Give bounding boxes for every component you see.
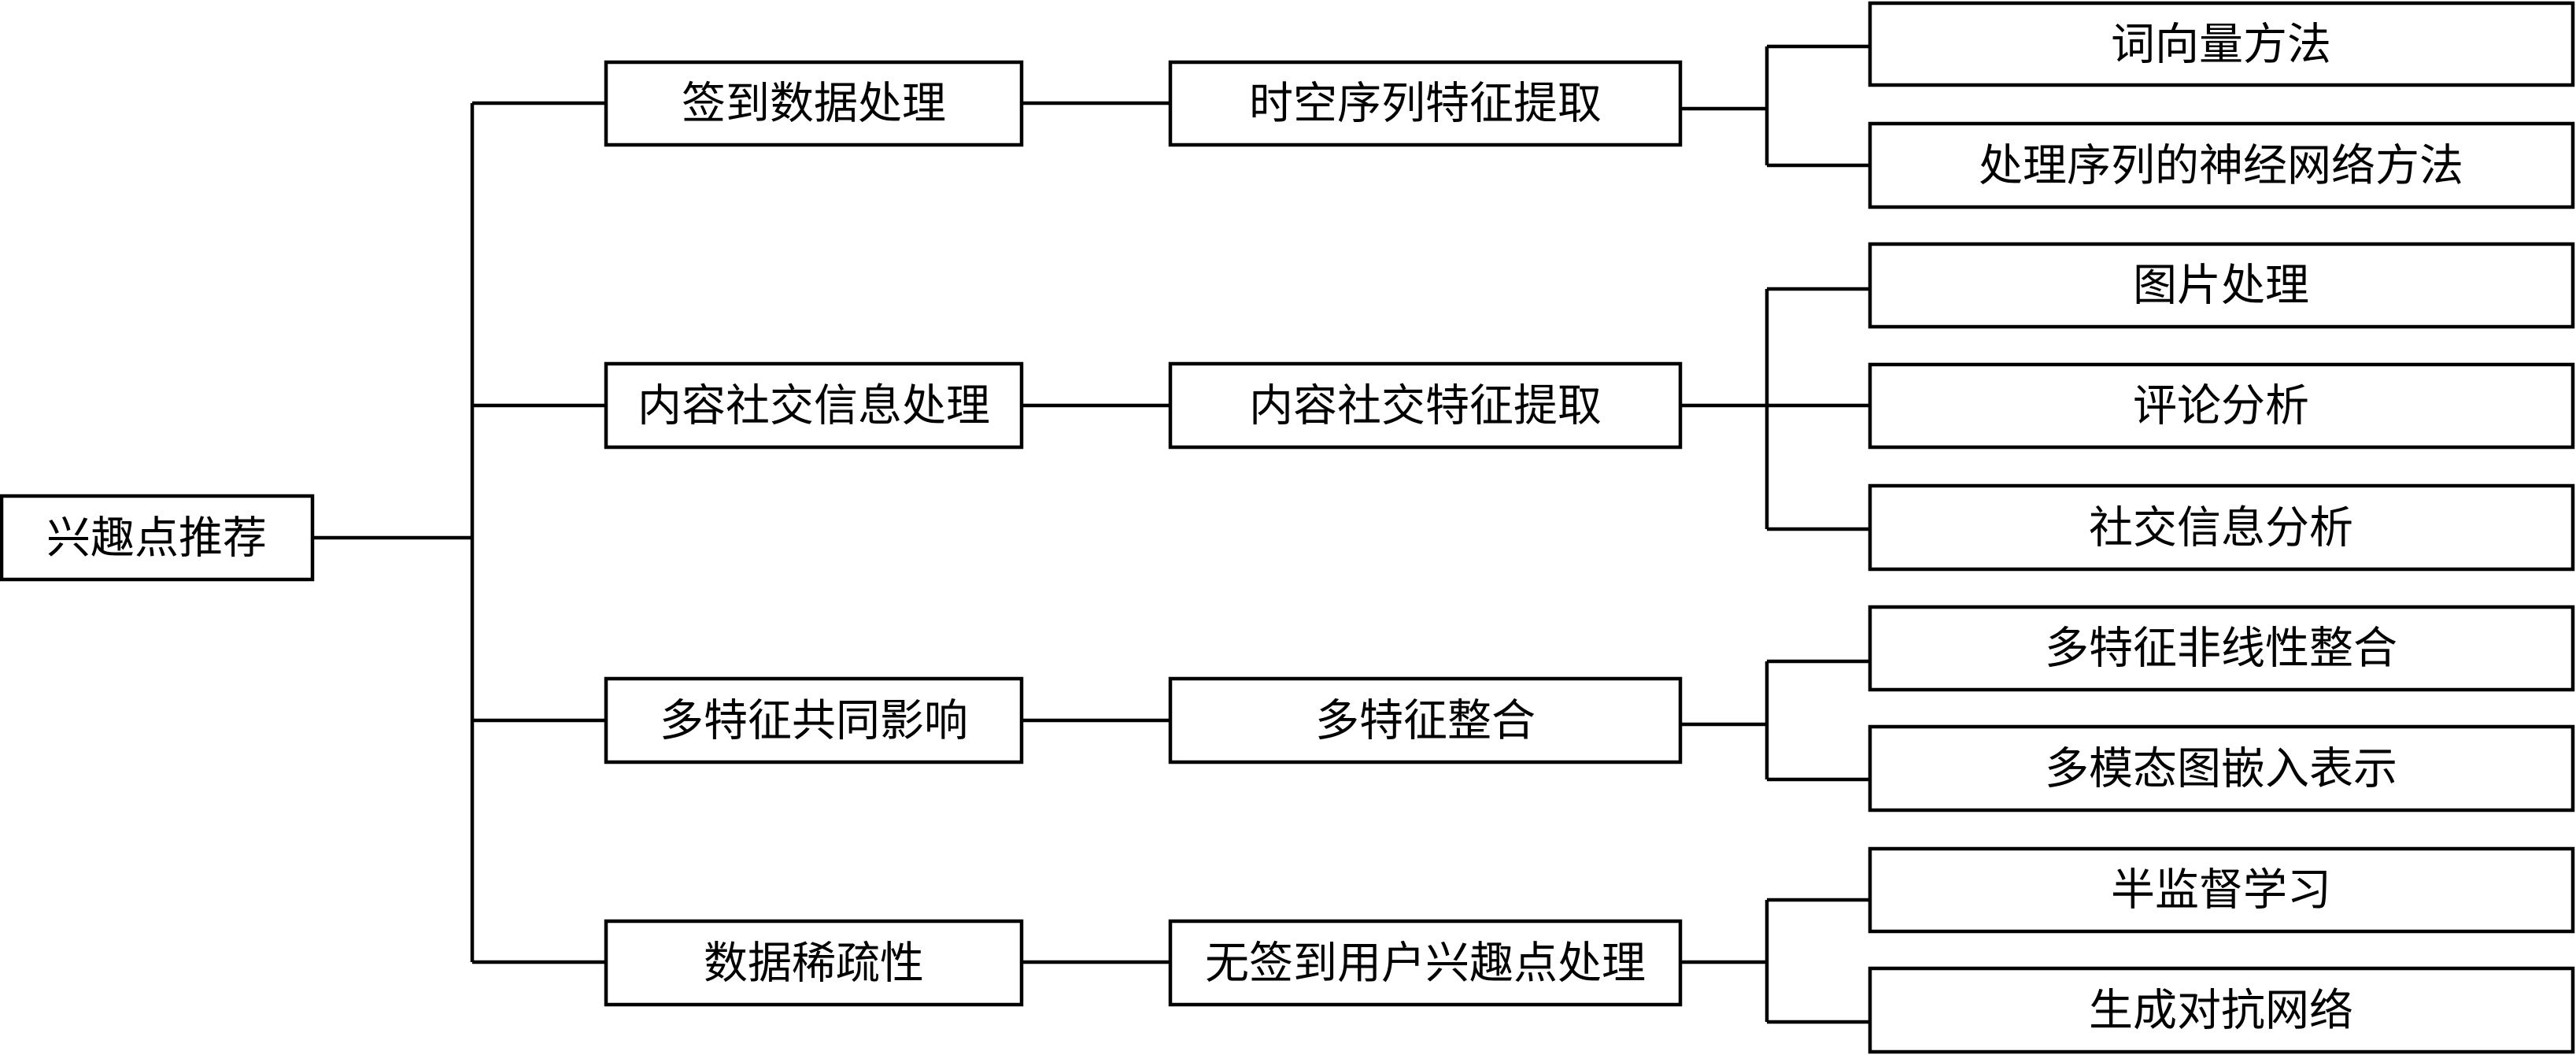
leaf-label: 半监督学习 — [2111, 865, 2331, 916]
branch-node-multi-feature: 多特征共同影响 — [604, 676, 1024, 764]
root-label: 兴趣点推荐 — [46, 513, 267, 565]
branch-node-data-sparsity: 数据稀疏性 — [604, 919, 1024, 1007]
leaf-node-image-processing: 图片处理 — [1868, 242, 2575, 329]
leaf-node-semi-supervised: 半监督学习 — [1868, 846, 2575, 934]
method-label: 多特征整合 — [1315, 696, 1536, 747]
leaf-node-review-analysis: 评论分析 — [1868, 362, 2575, 450]
method-node-content-social: 内容社交特征提取 — [1168, 361, 1683, 450]
leaf-label: 处理序列的神经网络方法 — [1979, 141, 2463, 192]
method-label: 内容社交特征提取 — [1249, 381, 1602, 432]
leaf-node-sequence-nn: 处理序列的神经网络方法 — [1868, 121, 2575, 209]
leaf-label: 评论分析 — [2133, 381, 2309, 432]
leaf-label: 生成对抗网络 — [2089, 986, 2353, 1037]
branch-label: 内容社交信息处理 — [638, 381, 990, 432]
leaf-node-gan: 生成对抗网络 — [1868, 966, 2575, 1054]
method-node-spatiotemporal: 时空序列特征提取 — [1168, 60, 1683, 147]
method-label: 无签到用户兴趣点处理 — [1205, 938, 1646, 990]
method-label: 时空序列特征提取 — [1249, 79, 1602, 130]
branch-label: 多特征共同影响 — [660, 696, 968, 747]
leaf-label: 社交信息分析 — [2089, 503, 2353, 554]
connectors — [312, 44, 1870, 1024]
leaf-label: 词向量方法 — [2111, 20, 2331, 71]
leaf-node-nonlinear-integration: 多特征非线性整合 — [1868, 605, 2575, 692]
branch-node-content-social: 内容社交信息处理 — [604, 361, 1024, 450]
leaf-label: 多特征非线性整合 — [2045, 624, 2397, 675]
leaf-node-word-vector: 词向量方法 — [1868, 1, 2575, 87]
leaf-label: 图片处理 — [2133, 261, 2309, 312]
root-node: 兴趣点推荐 — [0, 494, 315, 582]
leaf-node-multimodal-graph: 多模态图嵌入表示 — [1868, 724, 2575, 813]
method-node-no-checkin-users: 无签到用户兴趣点处理 — [1168, 919, 1683, 1007]
leaf-label: 多模态图嵌入表示 — [2045, 744, 2397, 795]
branch-label: 数据稀疏性 — [704, 938, 924, 990]
branch-node-checkin-data: 签到数据处理 — [604, 60, 1024, 147]
branch-label: 签到数据处理 — [682, 79, 946, 130]
method-node-feature-integration: 多特征整合 — [1168, 676, 1683, 764]
leaf-node-social-analysis: 社交信息分析 — [1868, 483, 2575, 572]
